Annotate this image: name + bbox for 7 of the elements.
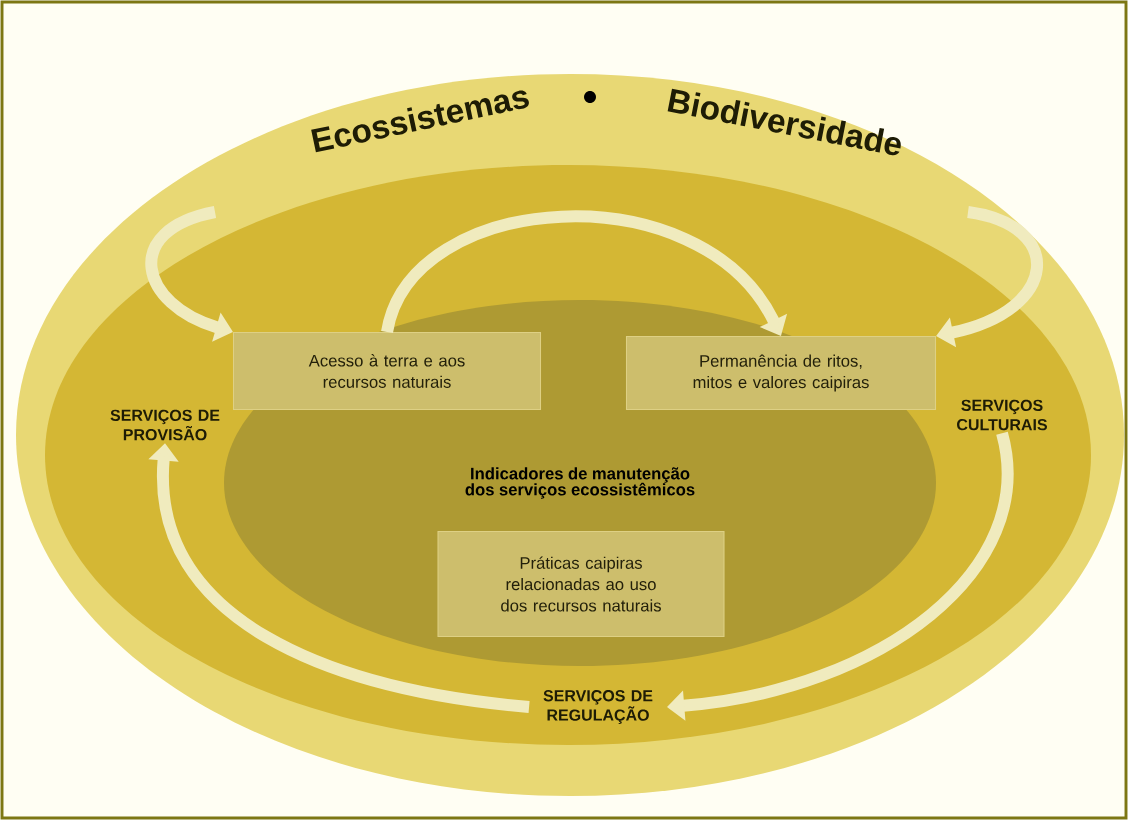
- text-box: Acesso à terra e aos recursos naturais: [232, 331, 542, 411]
- service-label: SERVIÇOS CULTURAIS: [957, 399, 1047, 431]
- text-box: Práticas caipiras relacionadas ao uso dos recursos naturais: [437, 530, 725, 638]
- text-box: Permanência de ritos, mitos e valores caipiras: [625, 335, 937, 411]
- curved-arrow: [381, 210, 788, 336]
- service-label: SERVIÇOS DE REGULAÇÃO: [543, 690, 653, 724]
- service-label: SERVIÇOS DE PROVISÃO: [110, 409, 220, 441]
